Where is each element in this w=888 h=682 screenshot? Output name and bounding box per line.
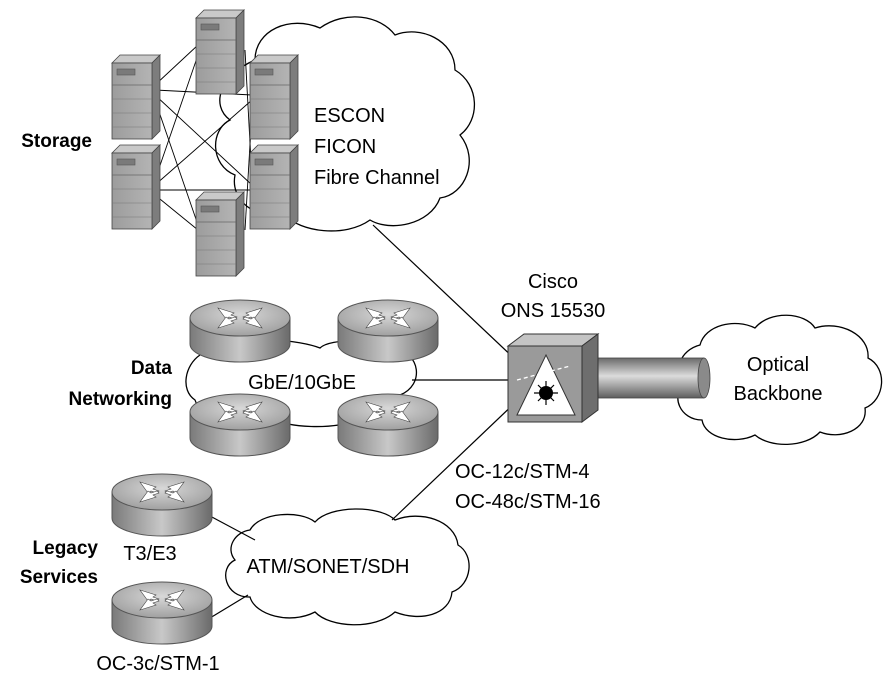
links [209, 224, 521, 619]
device-label-line2: ONS 15530 [501, 300, 606, 322]
storage-server-3 [195, 9, 245, 95]
storage-protocol-1: ESCON [314, 105, 385, 127]
data-cloud-label: GbE/10GbE [248, 372, 356, 394]
data-router-4 [337, 393, 439, 457]
link-oc3-label: OC-3c/STM-1 [96, 653, 219, 675]
link-oc48-label: OC-48c/STM-16 [455, 491, 601, 513]
storage-server-2 [111, 144, 161, 230]
storage-label: Storage [21, 131, 92, 152]
storage-protocol-3: Fibre Channel [314, 167, 440, 189]
optical-pipe [595, 357, 705, 399]
legacy-label-line1: Legacy [33, 538, 99, 559]
storage-server-6 [249, 144, 299, 230]
device-label-line1: Cisco [528, 271, 578, 293]
data-label-line1: Data [131, 358, 173, 379]
data-router-2 [337, 299, 439, 363]
storage-server-4 [195, 191, 245, 277]
storage-server-1 [111, 54, 161, 140]
link-oc12-label: OC-12c/STM-4 [455, 461, 589, 483]
data-label-line2: Networking [69, 389, 172, 410]
legacy-cloud-label: ATM/SONET/SDH [247, 556, 410, 578]
link-t3e3-label: T3/E3 [123, 543, 176, 565]
optical-label-line1: Optical [747, 354, 809, 376]
optical-label-line2: Backbone [734, 383, 823, 405]
ons-15530-device [506, 333, 600, 423]
legacy-router-oc3 [111, 581, 213, 645]
legacy-cloud [225, 508, 470, 626]
legacy-label-line2: Services [20, 567, 98, 588]
legacy-router-t3e3 [111, 473, 213, 537]
data-router-1 [189, 299, 291, 363]
storage-protocol-2: FICON [314, 136, 376, 158]
storage-server-5 [249, 54, 299, 140]
data-router-3 [189, 393, 291, 457]
optical-cloud [677, 314, 883, 446]
